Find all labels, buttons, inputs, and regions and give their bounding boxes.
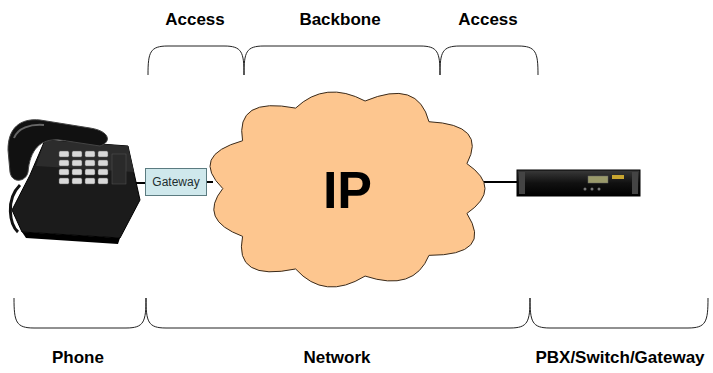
section-label: Phone: [52, 348, 104, 368]
pbx-device: [517, 170, 640, 196]
wire: [484, 181, 518, 183]
section-label: Backbone: [299, 10, 380, 30]
phone-illustration: [8, 120, 140, 244]
network-label: IP: [323, 160, 372, 220]
ip-cloud: IP: [210, 92, 485, 287]
section-label: PBX/Switch/Gateway: [535, 348, 704, 368]
gateway-box: Gateway: [145, 168, 207, 196]
section-label: Network: [303, 348, 370, 368]
box-label: Gateway: [151, 175, 201, 189]
connector: [207, 181, 213, 183]
section-label: Access: [458, 10, 518, 30]
section-label: Access: [165, 10, 225, 30]
